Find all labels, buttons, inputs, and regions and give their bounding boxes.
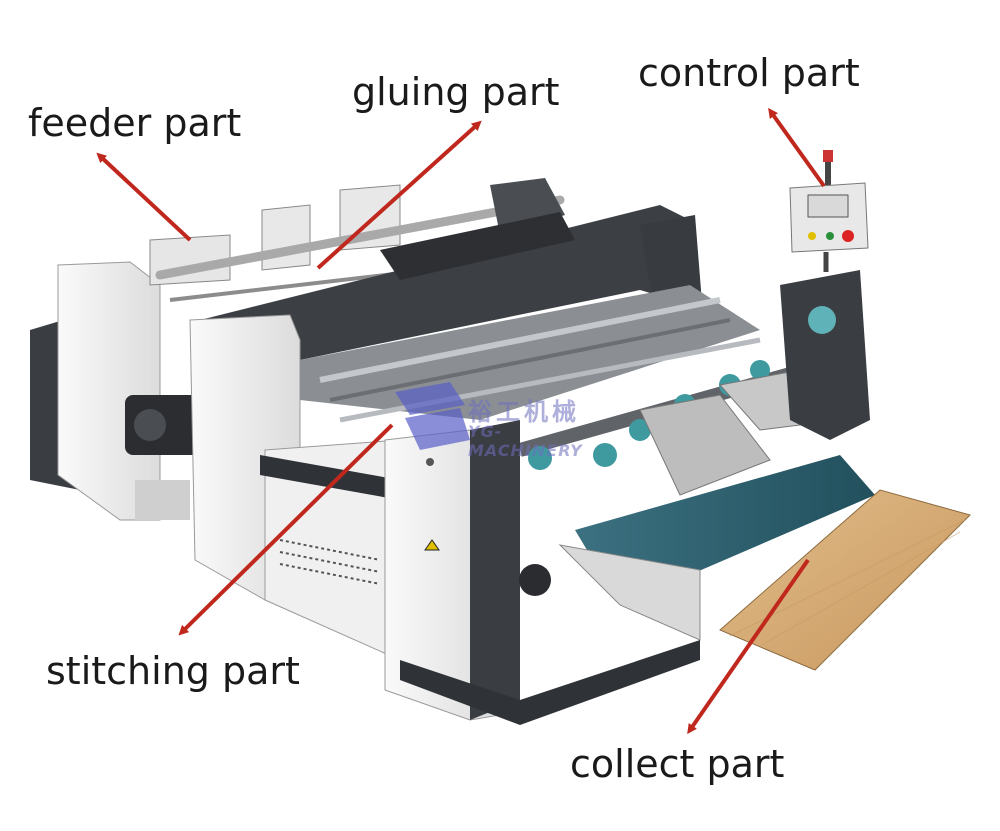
stitching-arrow xyxy=(178,423,394,636)
control-part-label: control part xyxy=(638,51,860,95)
callout-arrows xyxy=(96,107,826,735)
vent-grille xyxy=(279,539,381,585)
control-panel xyxy=(789,150,869,272)
collect-arrow xyxy=(687,558,810,735)
main-arch-frame xyxy=(200,178,705,360)
machine-bottom-base xyxy=(400,640,700,725)
watermark-en: YG-MACHINERY xyxy=(468,422,583,460)
feeder-arrow xyxy=(96,152,192,242)
machine-left-base xyxy=(30,261,200,521)
stitching-part-label: stitching part xyxy=(46,649,300,693)
control-arrow xyxy=(768,107,826,188)
watermark: 裕工机械 YG-MACHINERY xyxy=(468,392,582,460)
gluing-arrow xyxy=(316,120,482,270)
collect-part-label: collect part xyxy=(570,742,785,786)
right-side-frame xyxy=(780,270,870,440)
watermark-cn: 裕工机械 xyxy=(468,398,580,426)
machine-front-center-panel xyxy=(384,420,520,721)
machine-front-left-panel xyxy=(189,314,401,661)
watermark-logo-icon xyxy=(395,382,470,450)
feeder-part-label: feeder part xyxy=(28,101,242,145)
gluing-part-label: gluing part xyxy=(352,70,560,114)
